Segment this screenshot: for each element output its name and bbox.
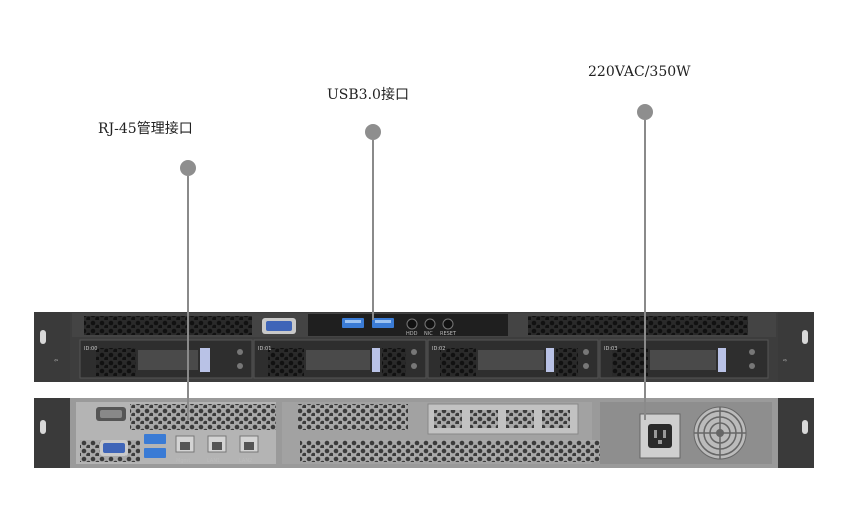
callout-rj45-leader bbox=[187, 176, 189, 420]
rear-left-rack-ear bbox=[34, 398, 70, 468]
drive-bay-3: ID:03 bbox=[599, 339, 769, 379]
drive-bay-1: ID:01 bbox=[253, 339, 427, 379]
front-port-label-reset: RESET bbox=[440, 331, 457, 337]
front-button-nic bbox=[424, 318, 436, 330]
front-port-label-hdd: HDD bbox=[406, 331, 418, 337]
front-panel: ⇦ ⇨ HDD NIC RESET bbox=[34, 312, 814, 382]
drive-bay-2: ID:02 bbox=[427, 339, 599, 379]
drive-bay-label-2: ID:02 bbox=[432, 346, 445, 352]
rear-right-rack-ear bbox=[778, 398, 814, 468]
rear-usb-port-1 bbox=[144, 434, 166, 444]
front-right-ear-icon: ⇨ bbox=[783, 358, 787, 364]
callout-rj45-dot bbox=[180, 160, 196, 176]
front-button-hdd bbox=[406, 318, 418, 330]
rear-port-label-lan1: LAN1 bbox=[207, 458, 220, 464]
callout-rj45-label: RJ-45管理接口 bbox=[98, 121, 193, 137]
rear-port-label-mgmt: Mgmt bbox=[176, 458, 190, 464]
front-port-label-nic: NIC bbox=[424, 331, 433, 337]
callout-power-label: 220VAC/350W bbox=[588, 64, 691, 80]
callout-usb-leader bbox=[372, 140, 374, 320]
rear-port-label-lan2: LAN2 bbox=[239, 458, 252, 464]
front-left-ear-icon: ⇦ bbox=[54, 358, 58, 364]
callout-power-dot bbox=[637, 104, 653, 120]
front-button-reset bbox=[442, 318, 454, 330]
drive-bay-label-1: ID:01 bbox=[258, 346, 271, 352]
drive-bay-0: ID:00 bbox=[79, 339, 253, 379]
front-vent-right bbox=[528, 316, 748, 335]
callout-usb-dot bbox=[365, 124, 381, 140]
front-vent-left bbox=[84, 316, 252, 335]
front-left-rack-ear bbox=[34, 312, 70, 382]
front-right-rack-ear bbox=[778, 312, 814, 382]
callout-usb-label: USB3.0接口 bbox=[327, 87, 409, 103]
drive-bay-label-0: ID:00 bbox=[84, 346, 97, 352]
drive-bay-label-3: ID:03 bbox=[604, 346, 617, 352]
callout-power-leader bbox=[644, 120, 646, 420]
rear-usb-port-2 bbox=[144, 448, 166, 458]
rear-panel: Mgmt LAN1 LAN2 bbox=[34, 398, 814, 468]
